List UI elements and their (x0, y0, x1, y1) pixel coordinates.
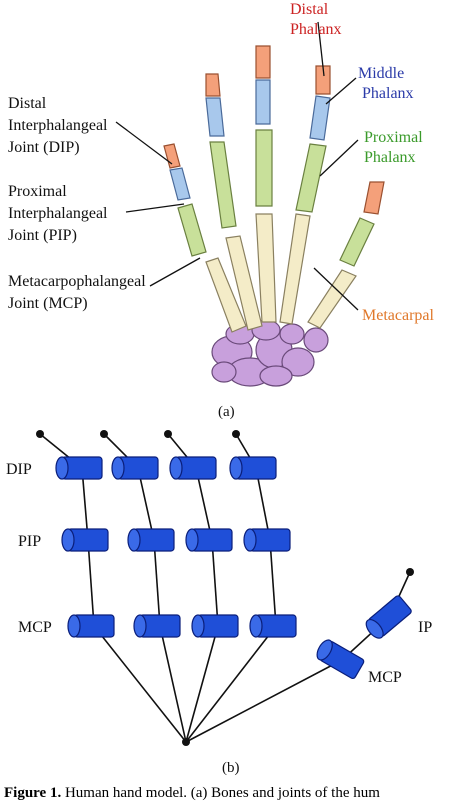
sublabel-b: (b) (222, 760, 240, 776)
label-pip-joint: Proximal Interphalangeal Joint (PIP) (8, 183, 112, 244)
label-pip: PIP (18, 533, 41, 550)
dip-joints (55, 456, 277, 480)
sublabel-a-text: (a) (218, 404, 235, 420)
leader-lines (115, 21, 359, 311)
label-dip-joint: Distal Interphalangeal Joint (DIP) (8, 95, 112, 156)
carpal-bones (211, 319, 329, 387)
kinematic-model-diagram: DIP PIP MCP IP MCP (b) (6, 430, 432, 776)
label-distal-phalanx: Distal Phalanx (290, 1, 342, 38)
skeleton-links (39, 433, 411, 743)
label-thumb-mcp: MCP (368, 669, 402, 686)
hand-anatomy-panel: Distal Phalanx Middle Phalanx Proximal P… (0, 0, 474, 400)
proximal-phalanges (177, 129, 375, 267)
fingertip-markers (36, 430, 414, 746)
sublabel-a-holder: (a) (216, 400, 256, 422)
caption-text: Human hand model. (a) Bones and joints o… (64, 785, 380, 801)
distal-phalanges (163, 45, 385, 215)
label-mcp-joint: Metacarpophalangeal Joint (MCP) (8, 273, 150, 312)
label-middle-phalanx: Middle Phalanx (358, 65, 414, 102)
hand-anatomy-illustration: Distal Phalanx Middle Phalanx Proximal P… (8, 1, 435, 387)
middle-phalanges (169, 79, 331, 201)
kinematic-model-panel: DIP PIP MCP IP MCP (b) (0, 420, 474, 778)
mcp-joints (67, 614, 297, 638)
figure-caption: Figure 1. Human hand model. (a) Bones an… (0, 778, 474, 808)
label-mcp: MCP (18, 619, 52, 636)
label-thumb-ip: IP (418, 619, 432, 636)
metacarpal-bones (205, 213, 357, 333)
label-metacarpal: Metacarpal (362, 307, 435, 324)
pip-joints (61, 528, 291, 552)
label-proximal-phalanx: Proximal Phalanx (364, 129, 427, 166)
caption-label: Figure 1. (4, 785, 62, 801)
label-dip: DIP (6, 461, 32, 478)
